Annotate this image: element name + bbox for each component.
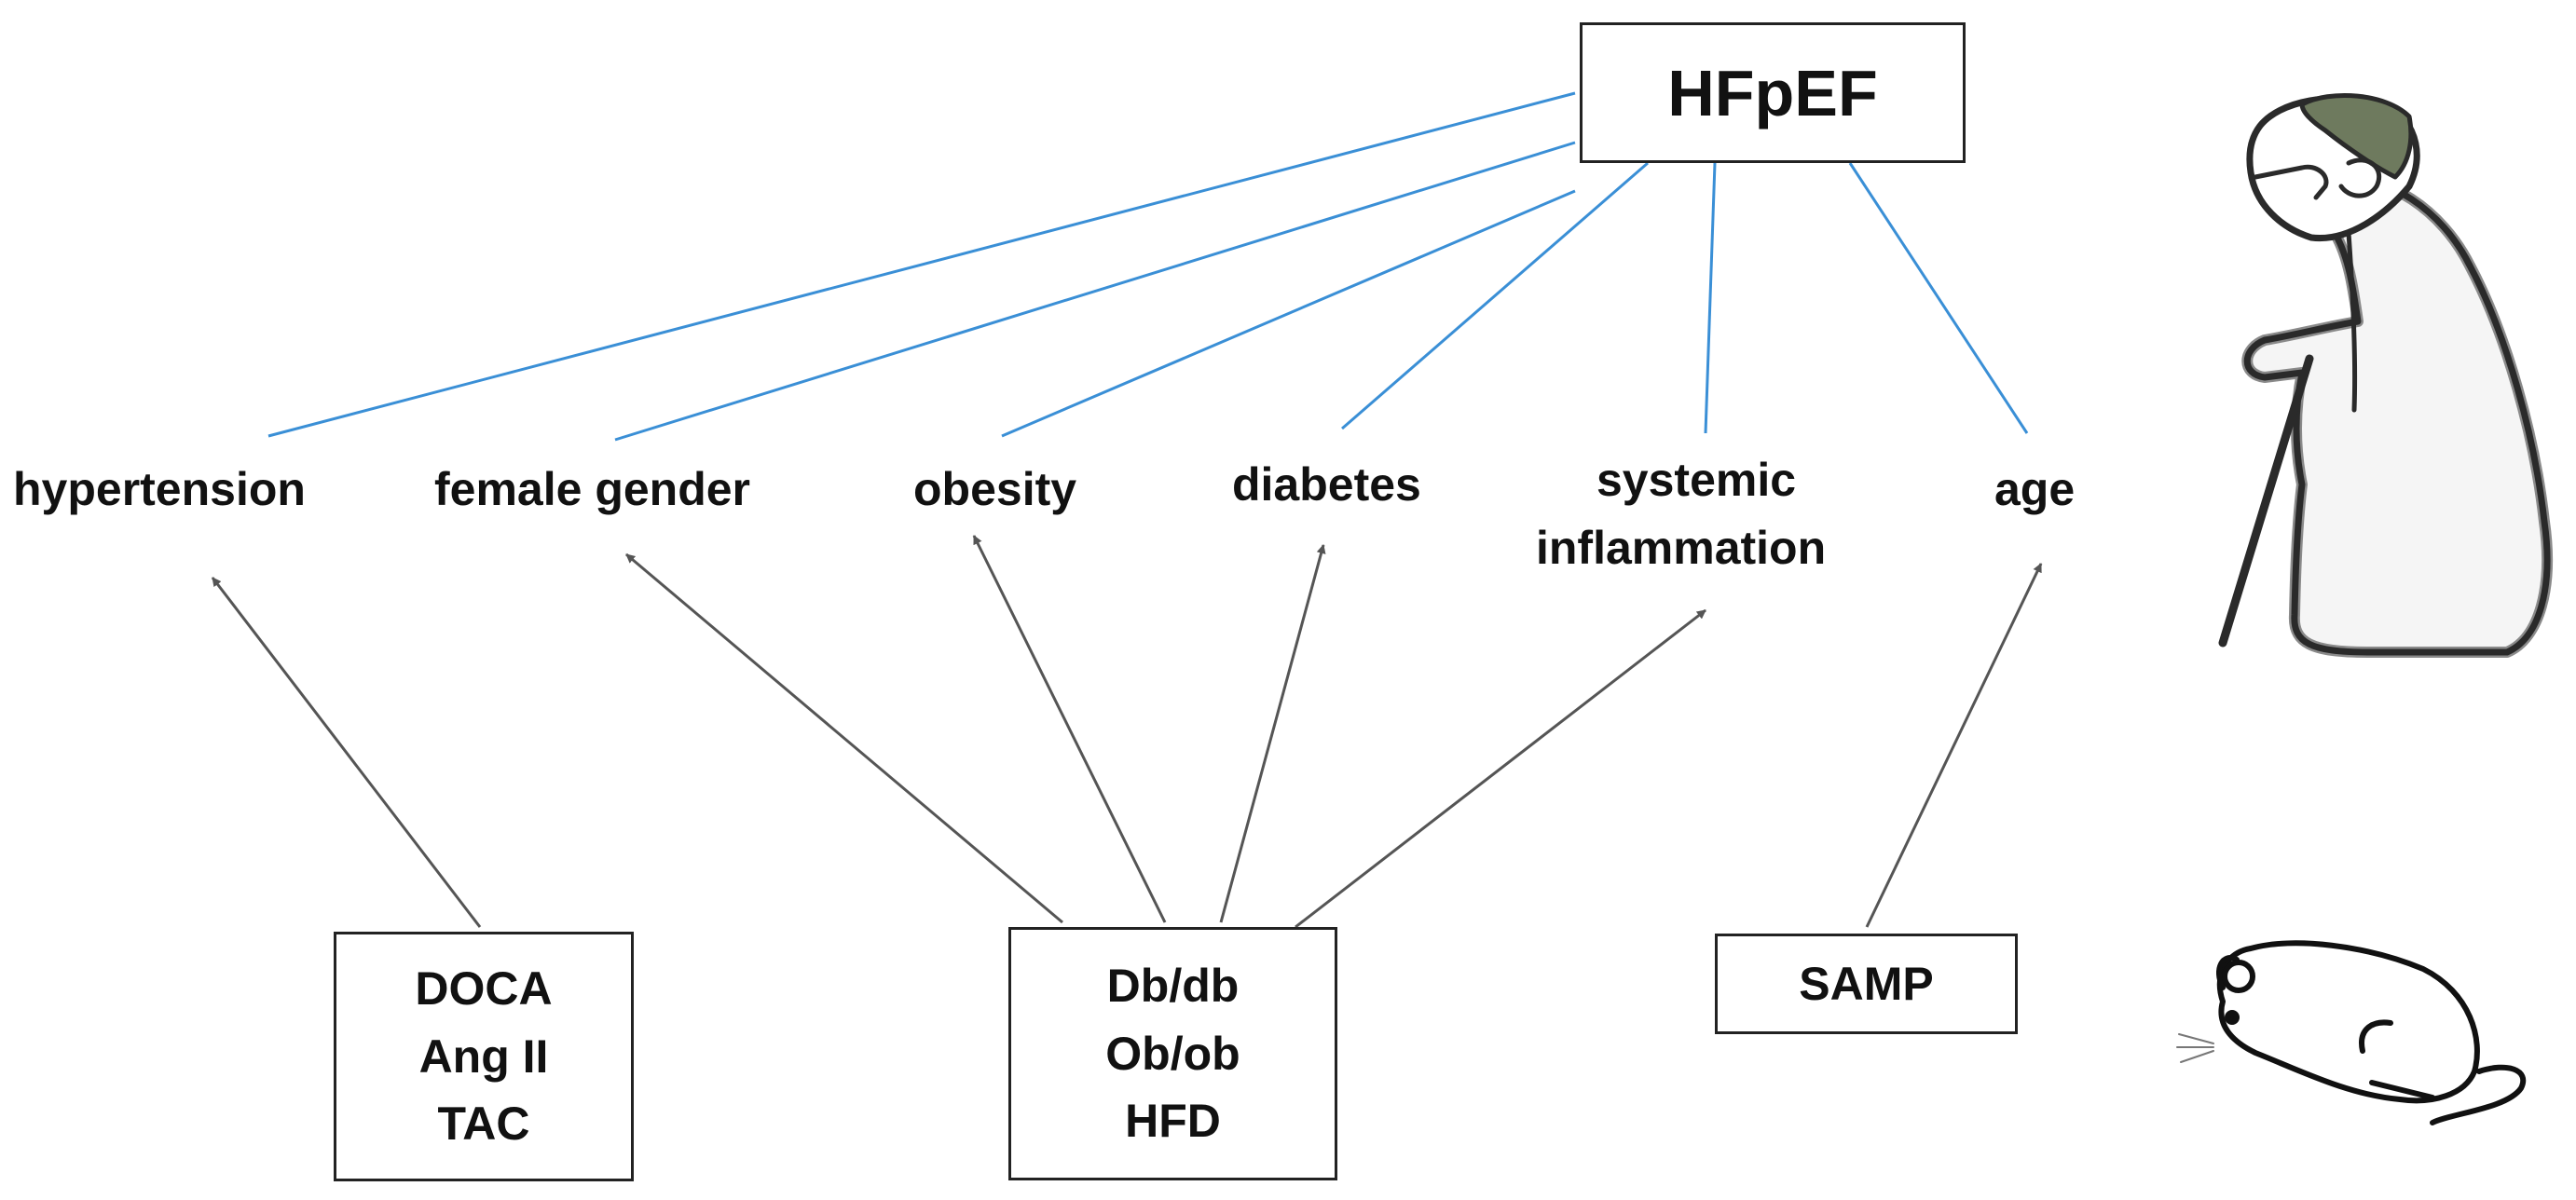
hfpef-label: HFpEF — [1667, 56, 1878, 130]
model-ang-ii: Ang II — [418, 1030, 549, 1083]
connector-obesity — [1001, 189, 1576, 438]
mouse-icon — [2176, 940, 2527, 1125]
connector-age — [1848, 162, 2029, 434]
model-samp: SAMP — [1799, 957, 1934, 1010]
arrow-dbdb-diabetes — [1219, 544, 1326, 923]
model-box-dbdb: Db/db Ob/ob HFD — [1008, 927, 1337, 1180]
arrow-dbdb-female-gender — [625, 552, 1063, 924]
connector-hypertension — [267, 91, 1576, 438]
model-tac: TAC — [437, 1098, 530, 1151]
factor-systemic: systemic — [1596, 454, 1797, 506]
model-arrows — [211, 535, 2043, 929]
arrow-samp-age — [1865, 563, 2043, 928]
hfpef-connectors — [267, 91, 2029, 442]
model-box-samp: SAMP — [1715, 934, 2018, 1034]
factor-diabetes: diabetes — [1232, 458, 1421, 511]
factor-age: age — [1994, 463, 2076, 515]
model-doca: DOCA — [415, 962, 553, 1016]
model-dbdb: Db/db — [1106, 960, 1240, 1013]
connector-female-gender — [614, 141, 1576, 442]
arrow-dbdb-obesity — [972, 535, 1167, 923]
elderly-person-with-cane-icon — [2218, 92, 2553, 659]
model-box-doca: DOCA Ang II TAC — [334, 932, 634, 1181]
arrow-doca-hypertension — [211, 577, 482, 928]
factor-inflammation: inflammation — [1536, 522, 1827, 574]
factor-female-gender: female gender — [434, 463, 751, 515]
model-obob: Ob/ob — [1105, 1027, 1240, 1080]
factor-obesity: obesity — [913, 463, 1077, 515]
connector-inflammation — [1704, 162, 1717, 434]
model-hfd: HFD — [1125, 1095, 1221, 1148]
factor-hypertension: hypertension — [13, 463, 306, 515]
arrow-dbdb-inflammation — [1295, 608, 1706, 929]
connector-diabetes — [1341, 161, 1649, 430]
hfpef-box: HFpEF — [1580, 22, 1966, 163]
